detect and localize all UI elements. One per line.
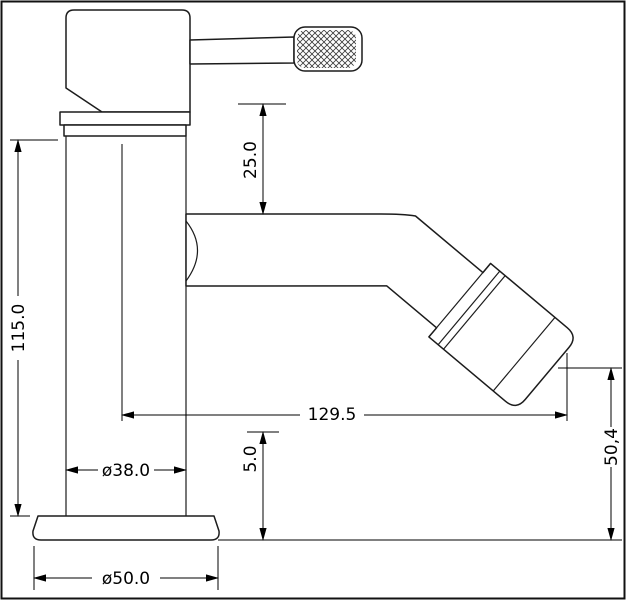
dim-label-base-dia: ø50.0 [102, 569, 150, 589]
base-flange [32, 515, 220, 541]
aerator-cap-line [492, 317, 556, 392]
aerator-groove-line-1 [437, 270, 501, 346]
handle-lever-rod [189, 36, 295, 65]
spout [185, 213, 574, 407]
spout-body-fillet [185, 220, 198, 282]
dim-label-offset: 25.0 [241, 141, 261, 179]
aerator-groove-line-2 [443, 275, 506, 350]
handle-grip-knurling [297, 30, 356, 68]
dim-label-height: 115.0 [9, 304, 29, 353]
dim-label-reach: 129.5 [308, 405, 357, 425]
dimension-labels: 115.0 25.0 129.5 5.0 50,4 ø38.0 ø50.0 [9, 141, 622, 589]
collar-lower [63, 124, 187, 137]
handle-housing [65, 9, 191, 113]
faucet-drawing [32, 9, 574, 541]
dim-label-plate: 5.0 [241, 445, 261, 472]
dimension-lines [14, 103, 615, 582]
collar-upper [59, 111, 191, 126]
aerator-neck-line [428, 263, 492, 338]
dim-label-body-dia: ø38.0 [102, 461, 150, 481]
dim-label-outlet: 50,4 [602, 428, 622, 466]
